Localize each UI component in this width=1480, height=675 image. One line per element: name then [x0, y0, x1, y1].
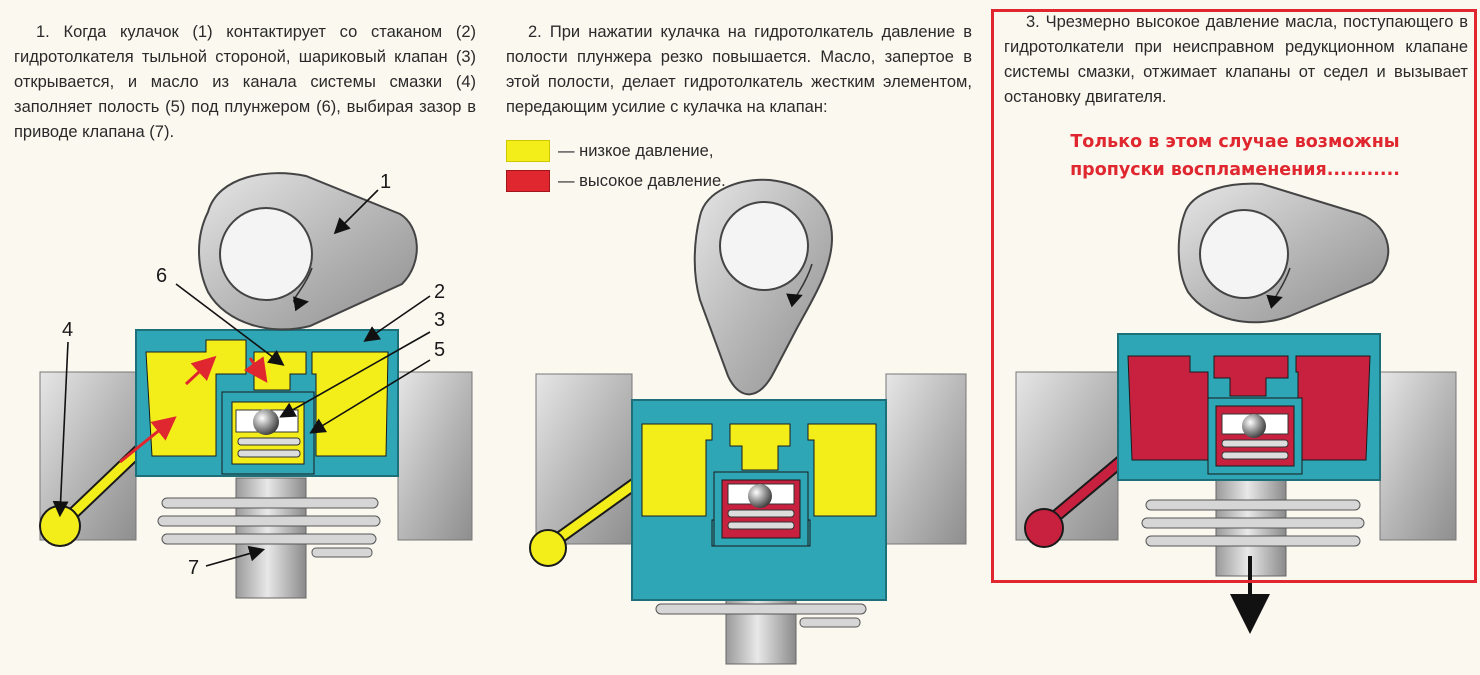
legend-swatch-low — [506, 140, 550, 162]
oil-flow-arrows — [119, 355, 268, 464]
warning-note: Только в этом случае возможны пропуски в… — [1000, 128, 1470, 184]
engine-block-right — [397, 371, 473, 541]
check-ball — [1242, 414, 1266, 438]
callout-5: 5 — [434, 339, 445, 361]
valve-spring — [157, 497, 381, 558]
callout-6: 6 — [156, 265, 167, 287]
camshaft — [719, 201, 809, 291]
engine-block-right — [1379, 371, 1457, 541]
check-valve-spring — [1221, 439, 1289, 460]
camshaft — [1199, 209, 1289, 299]
check-valve-spring — [727, 509, 795, 530]
panel-3-diagram — [1015, 182, 1457, 634]
legend-low-pressure: — низкое давление, — [506, 140, 713, 162]
highlight-frame — [991, 9, 1477, 583]
panel-1-diagram: 1 6 2 3 5 4 7 — [39, 171, 473, 599]
legend-label-low: — низкое давление, — [558, 141, 714, 160]
callout-7: 7 — [188, 557, 199, 579]
step-2-caption: 2. При нажатии кулачка на гидротолкатель… — [506, 23, 972, 116]
callout-2: 2 — [434, 281, 445, 303]
oil-channel-port — [529, 529, 567, 567]
callout-3: 3 — [434, 309, 445, 331]
check-ball — [253, 409, 279, 435]
valve-spring — [1141, 499, 1365, 547]
callout-1: 1 — [380, 171, 391, 193]
warning-line-2: пропуски воспламенения........... — [1070, 160, 1400, 180]
legend-swatch-high — [506, 170, 550, 192]
panel-2-diagram — [529, 178, 967, 665]
warning-line-1: Только в этом случае возможны — [1070, 132, 1400, 152]
camshaft — [219, 207, 313, 301]
check-ball — [748, 484, 772, 508]
step-1-caption: 1. Когда кулачок (1) контактирует со ста… — [14, 23, 476, 141]
check-valve-spring — [237, 437, 301, 458]
callout-4: 4 — [62, 319, 73, 341]
legend-label-high: — высокое давление. — [558, 171, 726, 190]
step-3-caption: 3. Чрезмерно высокое давление масла, пос… — [1004, 13, 1468, 106]
oil-channel-port — [1024, 508, 1064, 548]
engine-block-right — [885, 373, 967, 545]
legend-high-pressure: — высокое давление. — [506, 170, 726, 192]
